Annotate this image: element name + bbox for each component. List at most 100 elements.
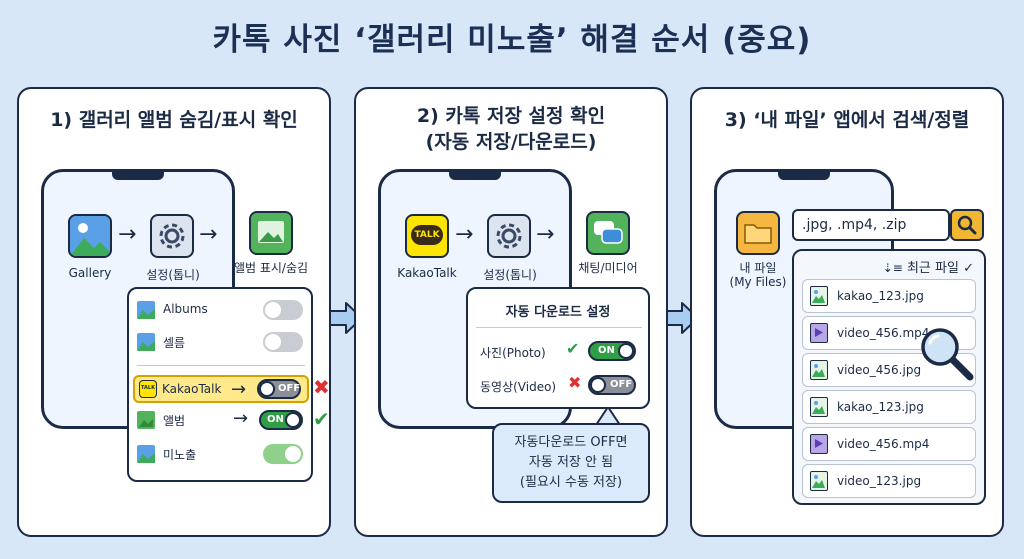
album-row-hidden[interactable]: 미노출 [137,443,305,465]
file-name: video_456.mp4 [837,437,930,451]
video-file-icon [810,323,828,343]
kakaotalk-icon: TALK [139,380,157,398]
phone-notch [778,172,830,180]
landscape-icon [137,333,155,351]
sort-icon: ⇣≡ [882,261,903,275]
image-file-icon [810,397,828,417]
panel1-title: 1) 갤러리 앨범 숨김/표시 확인 [50,109,298,131]
x-mark-icon: ✖ [568,373,582,392]
video-toggle-off[interactable]: OFF [588,375,636,395]
settings-label: 설정(톱니) [483,268,537,282]
phone-notch [449,172,501,180]
arrow-right-icon: → [118,222,137,247]
arrow-right-icon: → [231,379,247,400]
callout-pointer [596,407,620,425]
arrow-right-icon: → [455,222,474,247]
arrow-right-icon: → [536,222,555,247]
toggle-state: OFF [610,379,633,390]
magnifier-icon [921,328,974,381]
album-row-label: 셀름 [163,336,186,350]
kakaotalk-app-icon[interactable]: TALK [405,214,449,258]
arrow-right-icon: → [199,222,218,247]
arrow-right-icon: → [233,408,249,429]
card-title: 자동 다운로드 설정 [505,305,611,320]
photo-toggle-on[interactable]: ON [588,341,636,361]
album-app-icon[interactable] [249,211,293,255]
album-row-album[interactable]: 앨범 → ON [137,408,305,431]
video-label: 동영상(Video) [480,380,557,394]
toggle-state: ON [267,414,284,425]
panel-kakao-settings: 2) 카톡 저장 설정 확인 (자동 저장/다운로드) TALK KakaoTa… [354,87,668,537]
auto-download-card: 자동 다운로드 설정 사진(Photo) ✔ ON 동영상(Video) ✖ O… [466,287,650,409]
kakaotalk-toggle-off[interactable]: OFF [257,379,301,399]
file-name: kakao_123.jpg [837,289,924,303]
selleum-toggle[interactable] [263,332,303,352]
video-file-icon [810,434,828,454]
gear-icon [496,223,522,249]
gallery-label: Gallery [68,266,112,280]
my-files-app-icon[interactable] [736,211,780,255]
image-file-icon [810,471,828,491]
sort-label: 최근 파일 [906,261,959,276]
toggle-state: OFF [278,383,301,394]
note-line: 자동다운로드 OFF면 [514,435,628,450]
album-toggle-on[interactable]: ON [259,410,303,430]
gear-icon [159,223,185,249]
picture-icon [251,213,291,253]
album-row-label: 앨범 [163,414,186,428]
chat-bubbles-icon [594,221,623,244]
panel3-title: 3) ‘내 파일’ 앱에서 검색/정렬 [724,109,970,131]
sort-control[interactable]: ⇣≡ 최근 파일 ✓ [883,257,974,276]
my-files-sublabel: (My Files) [729,275,787,289]
toggle-knob [259,381,275,397]
my-files-label: 내 파일 [739,261,777,275]
landscape-icon [70,216,110,256]
gallery-app-icon[interactable] [68,214,112,258]
albums-toggle[interactable] [263,300,303,320]
chat-media-icon[interactable] [586,211,630,255]
file-row[interactable]: video_456.mp4 [802,427,976,461]
toggle-state: ON [598,345,615,356]
search-input[interactable]: .jpg, .mp4, .zip [792,209,950,241]
note-line: (필요시 수동 저장) [519,475,623,490]
file-row[interactable]: kakao_123.jpg [802,279,976,313]
search-button[interactable] [950,209,984,241]
search-icon [957,215,977,235]
file-row[interactable]: kakao_123.jpg [802,390,976,424]
check-mark-icon: ✔ [313,407,330,431]
panel2-title: 2) 카톡 저장 설정 확인 [416,105,606,127]
album-row-kakaotalk[interactable]: TALK KakaoTalk → OFF [133,375,309,403]
settings-app-icon[interactable] [487,214,531,258]
landscape-icon [137,445,155,463]
kakaotalk-label: KakaoTalk [397,266,457,280]
settings-label: 설정(톱니) [146,268,200,282]
hidden-toggle[interactable] [263,444,303,464]
x-mark-icon: ✖ [313,375,330,399]
talk-bubble-icon: TALK [411,225,443,245]
file-name: video_123.jpg [837,474,922,488]
landscape-icon [137,301,155,319]
search-query: .jpg, .mp4, .zip [802,217,907,233]
divider [476,327,642,328]
album-row-albums[interactable]: Albums [137,299,305,321]
album-list-card: Albums 셀름 TALK KakaoTalk → OFF ✖ 앨범 → [127,287,330,482]
file-row[interactable]: video_123.jpg [802,464,976,498]
page-title: 카톡 사진 ‘갤러리 미노출’ 해결 순서 (중요) [212,22,812,58]
album-label: 앨범 표시/숨김 [233,261,309,275]
picture-icon [137,411,155,429]
auto-download-note: 자동다운로드 OFF면 자동 저장 안 됨 (필요시 수동 저장) [492,423,650,503]
panel-gallery-albums: 1) 갤러리 앨범 숨김/표시 확인 Gallery → 설정(톱니) → [17,87,331,537]
phone-notch [112,172,164,180]
folder-icon [744,224,772,244]
album-row-selleum[interactable]: 셀름 [137,331,305,353]
check-mark-icon: ✓ [963,261,974,276]
panel-my-files: 3) ‘내 파일’ 앱에서 검색/정렬 내 파일 (My Files) .jpg… [690,87,1004,537]
panel2-subtitle: (자동 저장/다운로드) [425,131,597,153]
toggle-knob [618,343,634,359]
toggle-knob [590,377,606,393]
file-name: video_456.jpg [837,363,922,377]
divider [137,365,305,366]
settings-app-icon[interactable] [150,214,194,258]
photo-label: 사진(Photo) [480,346,546,360]
